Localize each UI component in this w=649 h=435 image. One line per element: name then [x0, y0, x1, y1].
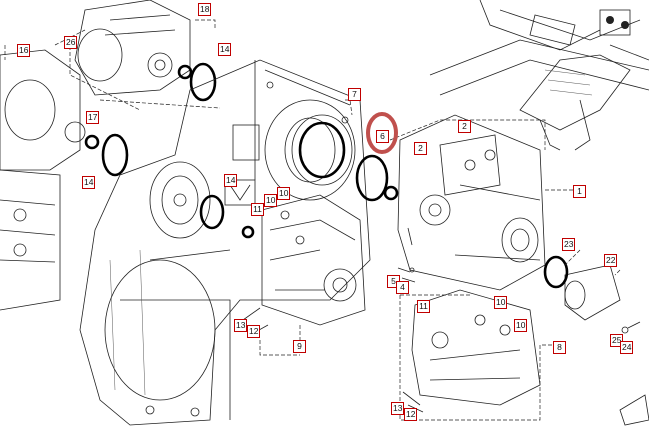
part-label-9[interactable]: 9 [293, 340, 306, 353]
gear-ring-and-seals [199, 99, 399, 239]
part-label-2-left[interactable]: 2 [414, 142, 427, 155]
part-label-18[interactable]: 18 [198, 3, 212, 16]
part-label-10-b[interactable]: 10 [264, 194, 278, 207]
part-label-17[interactable]: 17 [86, 111, 100, 124]
vehicle-frame [429, 0, 649, 151]
part-label-7[interactable]: 7 [348, 88, 361, 101]
bolts-5-4 [397, 267, 416, 283]
pump-8 [399, 289, 555, 421]
part-label-10-a[interactable]: 10 [277, 187, 291, 200]
part-label-13-upper[interactable]: 13 [234, 319, 248, 332]
part-label-6[interactable]: 6 [376, 130, 389, 143]
part-label-14-left[interactable]: 14 [82, 176, 96, 189]
part-label-26[interactable]: 26 [64, 36, 78, 49]
part-label-10-c[interactable]: 10 [494, 296, 508, 309]
left-pump-group [0, 29, 129, 311]
part-label-1[interactable]: 1 [573, 185, 586, 198]
part-label-22[interactable]: 22 [604, 254, 618, 267]
part-label-8[interactable]: 8 [553, 341, 566, 354]
part-label-12-lower[interactable]: 12 [404, 408, 418, 421]
part-label-14-center[interactable]: 14 [224, 174, 238, 187]
pump-22 [543, 249, 641, 334]
part-label-24[interactable]: 24 [620, 341, 634, 354]
part-label-10-d[interactable]: 10 [514, 319, 528, 332]
part-label-16[interactable]: 16 [17, 44, 31, 57]
part-label-14-top[interactable]: 14 [218, 43, 232, 56]
part-label-23[interactable]: 23 [562, 238, 576, 251]
transfer-gearbox [79, 59, 371, 426]
pump-9 [242, 194, 366, 356]
part-label-11-upper[interactable]: 11 [251, 203, 264, 216]
part-label-13-lower[interactable]: 13 [391, 402, 405, 415]
upper-pump-group [69, 0, 221, 111]
part-label-11-lower[interactable]: 11 [417, 300, 430, 313]
highlight-ellipse [366, 112, 398, 154]
part-label-12-upper[interactable]: 12 [247, 325, 261, 338]
part-label-2-top[interactable]: 2 [458, 120, 471, 133]
corner-part [619, 394, 649, 426]
part-label-4[interactable]: 4 [396, 281, 409, 294]
